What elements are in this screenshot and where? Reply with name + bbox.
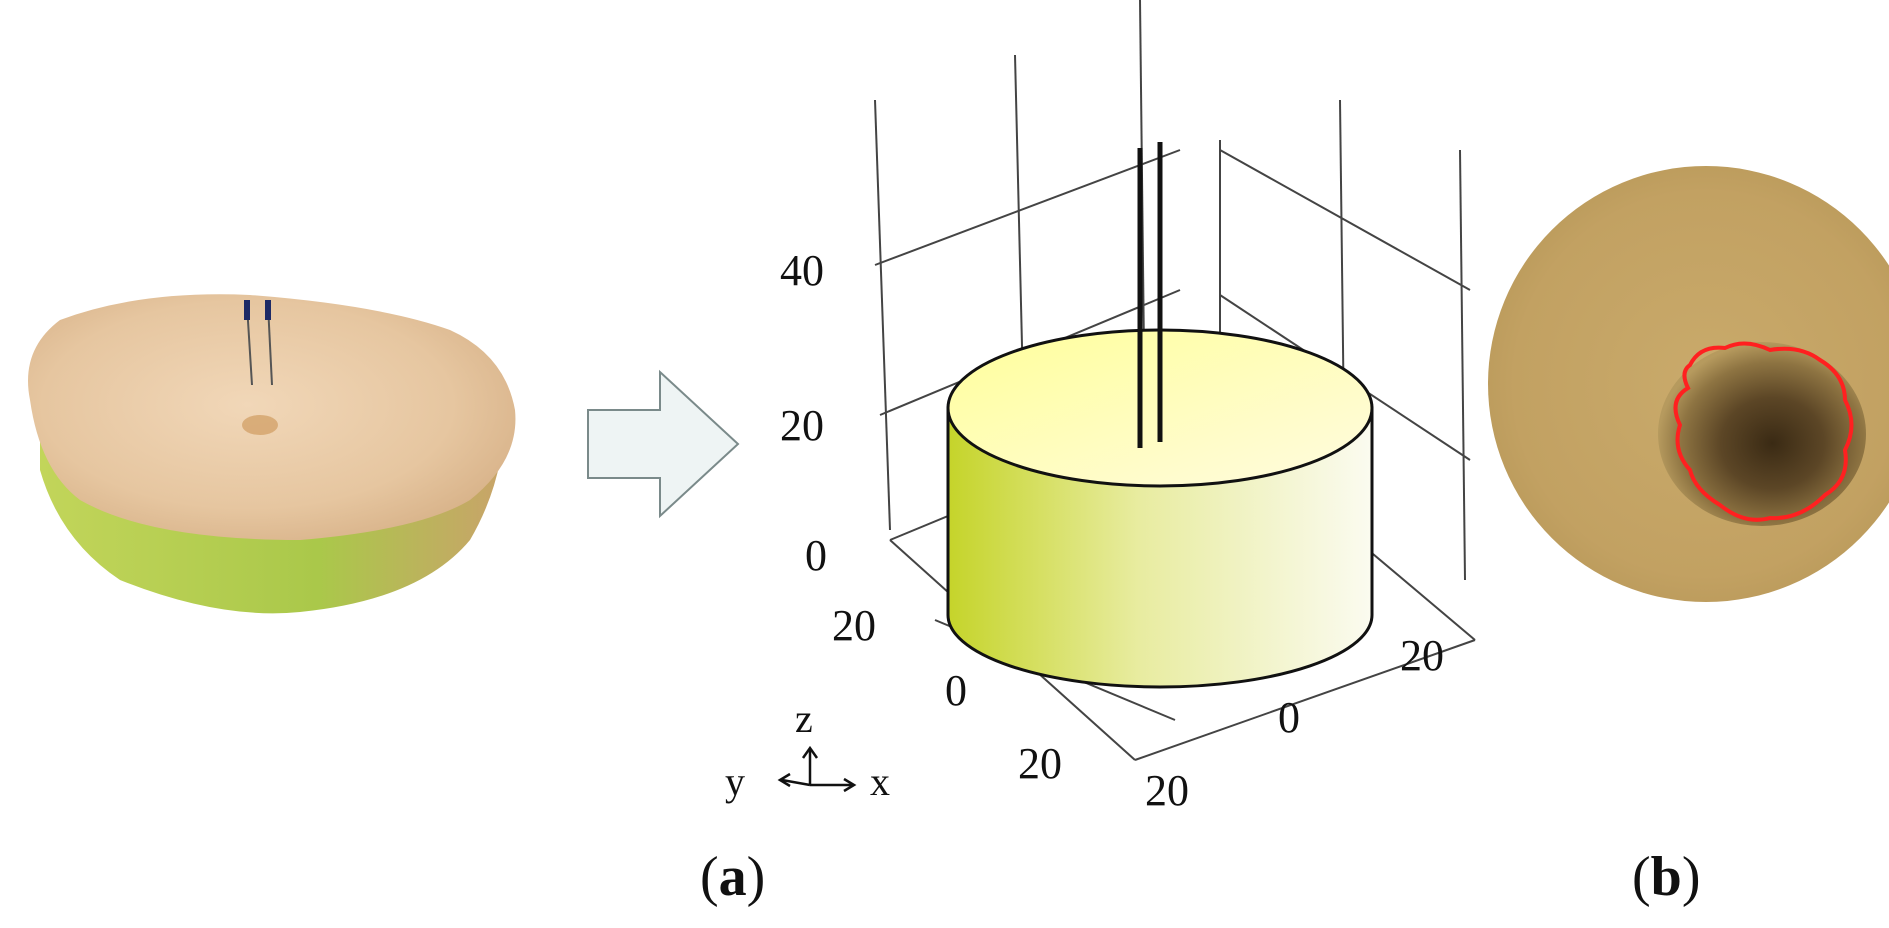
x-tick-20-far: 20	[1400, 631, 1444, 680]
lesion-region	[1658, 342, 1866, 526]
axis-triad: z y x	[725, 696, 890, 804]
lesion-dish-image: (b)	[1488, 166, 1889, 908]
axis-name-y: y	[725, 759, 745, 804]
panel-label-b: (b)	[1632, 846, 1700, 908]
axis-name-x: x	[870, 759, 890, 804]
y-tick-20-far: 20	[1018, 739, 1062, 788]
lesion-outline	[1673, 341, 1854, 522]
panel-label-a: (a)	[700, 846, 765, 908]
z-tick-20: 20	[780, 401, 824, 450]
z-tick-0: 0	[805, 531, 827, 580]
y-tick-0: 0	[945, 666, 967, 715]
sample-center-spot	[242, 415, 278, 435]
cylinder-side	[946, 406, 1374, 689]
axis-name-z: z	[795, 696, 813, 741]
model-3d-plot: 40 20 0 20 0 20 20 0 20 z y x (a)	[700, 0, 1476, 908]
z-tick-40: 40	[780, 246, 824, 295]
sample-top-surface	[28, 294, 516, 540]
y-tick-20-near: 20	[832, 601, 876, 650]
electrode-right-tip	[265, 300, 271, 320]
x-tick-20-near: 20	[1145, 766, 1189, 815]
transition-arrow	[587, 369, 740, 519]
tissue-sample-photo	[28, 294, 516, 614]
x-tick-0: 0	[1278, 693, 1300, 742]
electrode-left-tip	[244, 300, 250, 320]
